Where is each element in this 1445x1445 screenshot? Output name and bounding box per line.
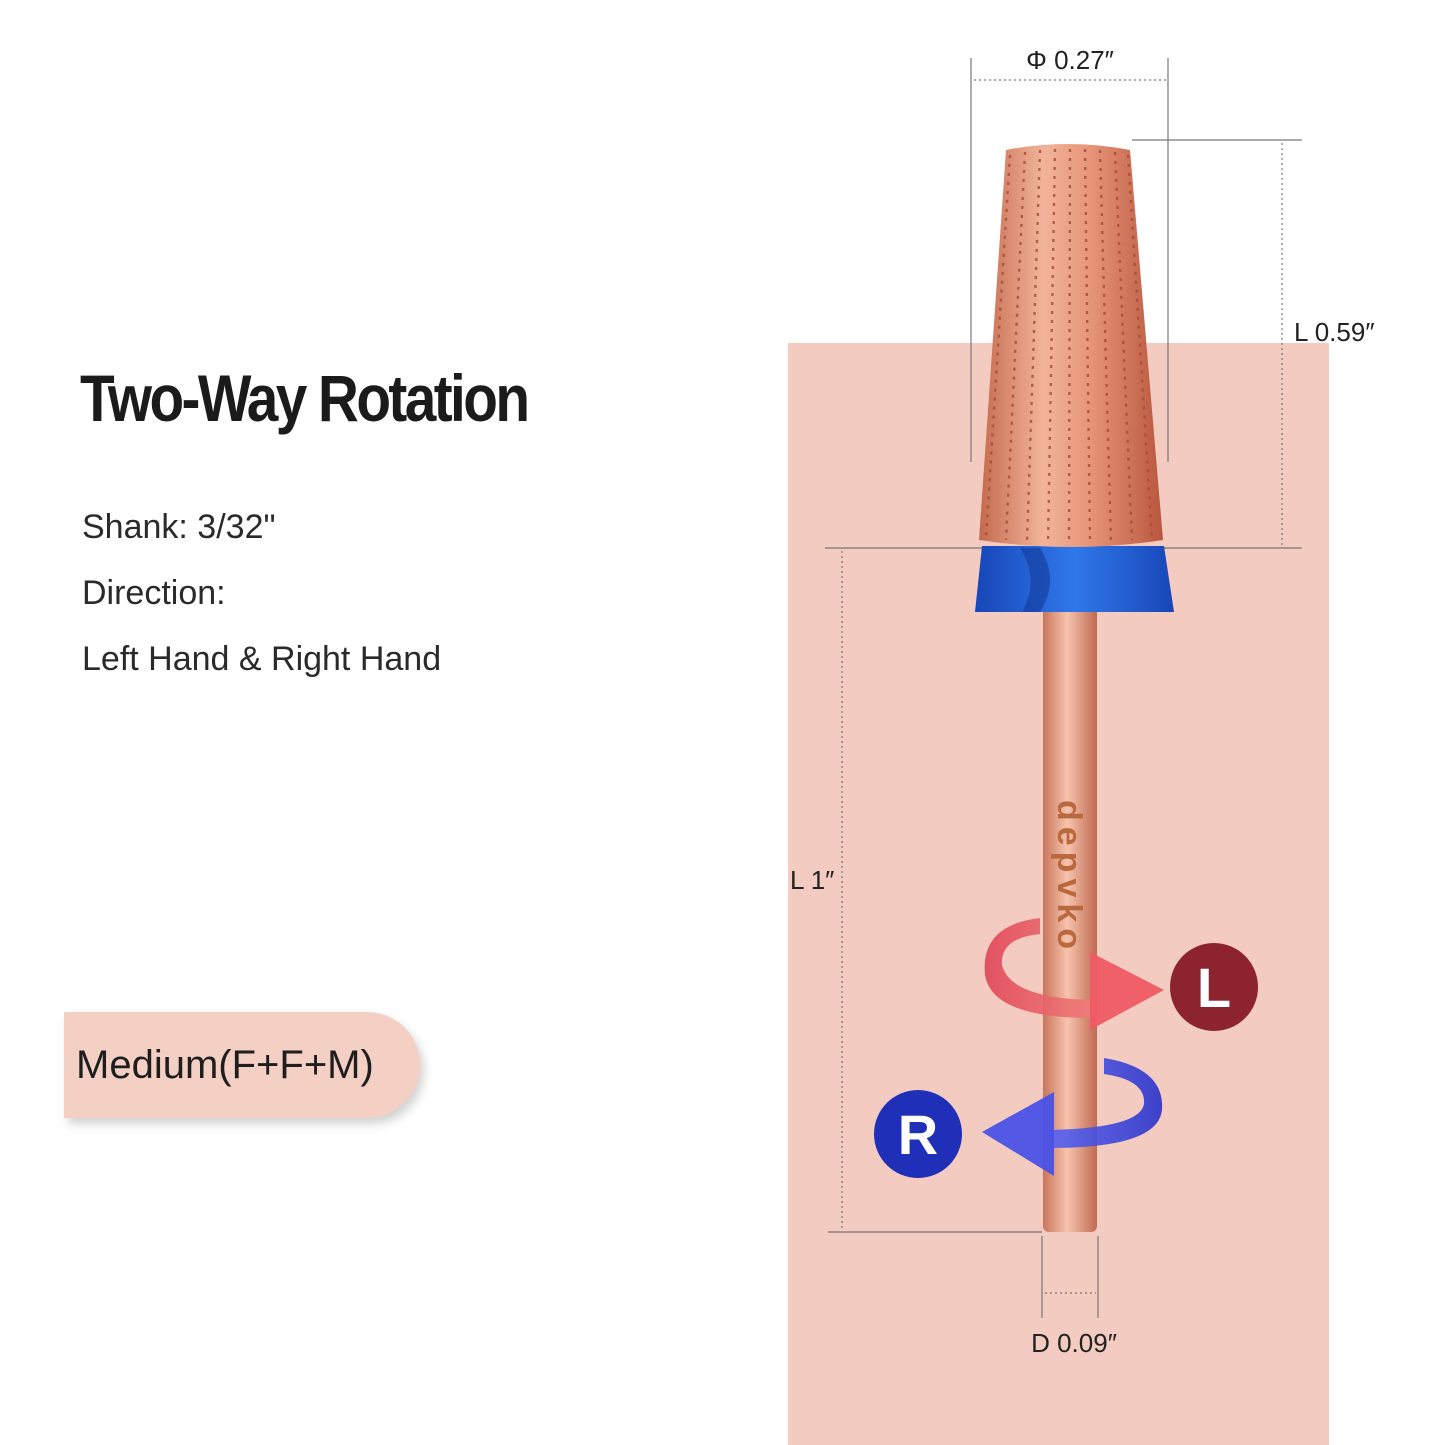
bit-head [979, 144, 1163, 547]
headline: Two-Way Rotation [80, 361, 530, 435]
right-rotation-arrow [982, 1058, 1163, 1176]
grade-label: Medium(F+F+M) [76, 1042, 374, 1087]
dimension-shank-diameter: D 0.09″ [1031, 1328, 1117, 1358]
left-rotation-arrow [984, 918, 1164, 1030]
left-direction-letter: L [1197, 956, 1231, 1019]
bit-collar [975, 546, 1174, 612]
right-direction-badge [874, 1090, 962, 1178]
bit-flutes [984, 148, 1154, 544]
left-direction-badge [1170, 943, 1258, 1031]
dimension-head-length: L 0.59″ [1294, 317, 1375, 347]
grade-badge: Medium(F+F+M) [64, 1012, 420, 1118]
spec-shank: Shank: 3/32" [82, 508, 276, 546]
spec-hands: Left Hand & Right Hand [82, 640, 442, 678]
spec-direction: Direction: [82, 574, 226, 612]
brand-mark: depvko [1050, 800, 1088, 955]
dimension-total-length: L 1″ [790, 865, 834, 895]
right-direction-letter: R [898, 1103, 938, 1166]
dimension-head-diameter: Φ 0.27″ [1026, 45, 1114, 75]
bit-shank [1043, 600, 1097, 1232]
